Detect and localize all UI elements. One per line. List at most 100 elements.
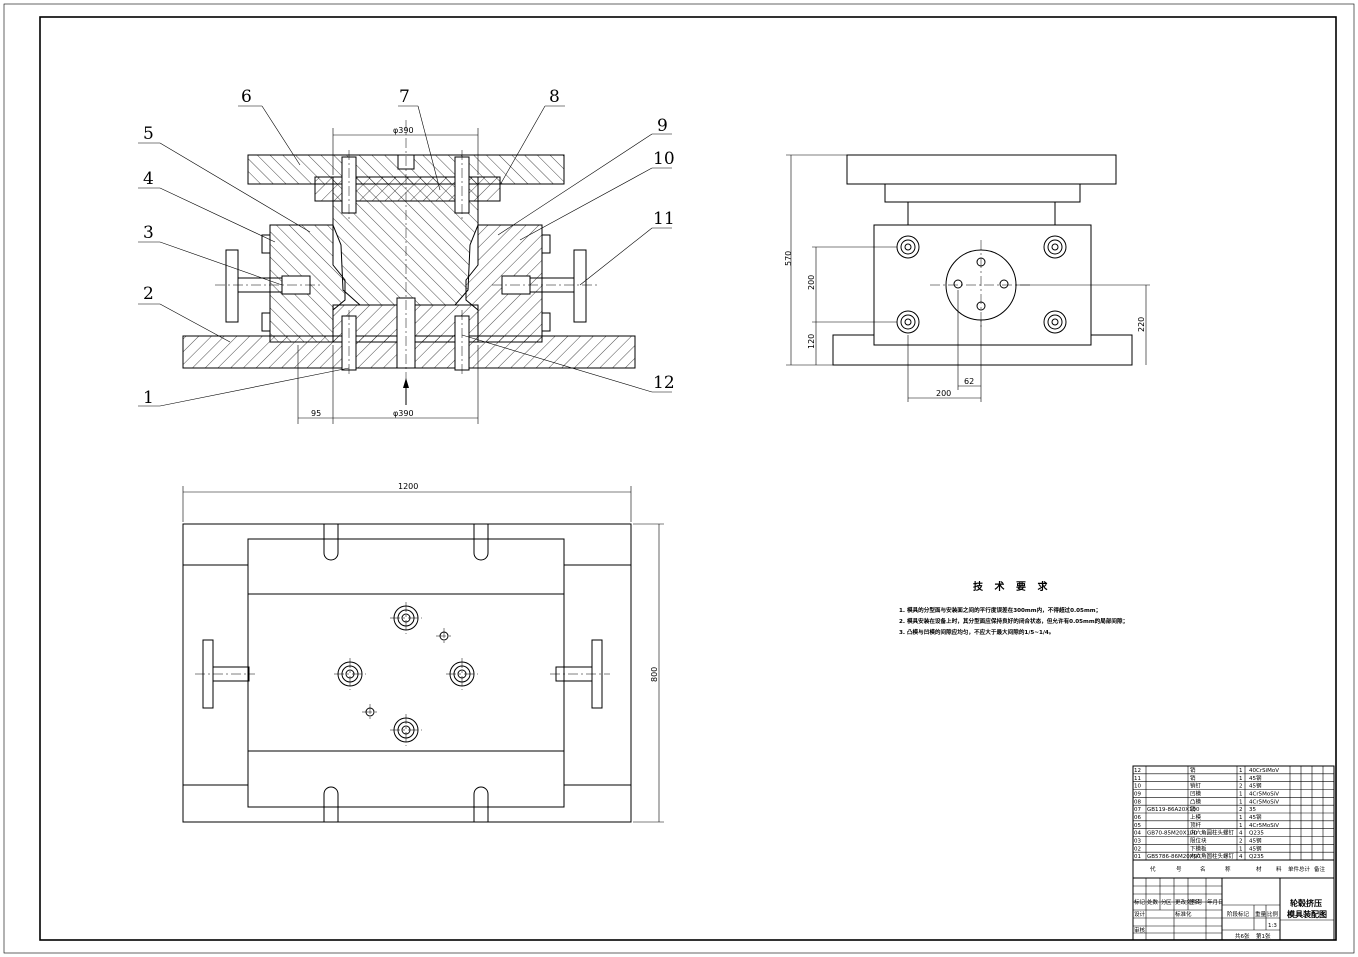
balloon-9: 9 xyxy=(657,116,668,136)
inner-border xyxy=(39,16,1337,941)
bom-cell-qty: 2 xyxy=(1239,839,1243,845)
bom-cell-qty: 4 xyxy=(1239,831,1243,837)
bom-cell-material: 45钢 xyxy=(1249,844,1262,852)
bom-header-cell: 称 xyxy=(1225,865,1231,873)
bom-cell-no: 03 xyxy=(1134,839,1141,845)
title-row-label-date: 年月日 xyxy=(1207,898,1224,906)
bom-cell-material: 45钢 xyxy=(1249,813,1262,821)
bom-cell-material: 35 xyxy=(1249,807,1256,813)
balloon-11: 11 xyxy=(653,209,675,229)
tech-requirement-3: 3. 凸模与凹模的间隙应均匀，不应大于最大间隙的1/5~1/4。 xyxy=(899,628,1054,636)
dim-62: 62 xyxy=(964,377,974,386)
title-scale-label: 比例 xyxy=(1267,910,1279,918)
plan-view xyxy=(182,486,664,823)
title-row-label-sign: 签名 xyxy=(1189,898,1200,906)
bom-header-cell: 材 xyxy=(1256,865,1262,873)
bom-cell-qty: 2 xyxy=(1239,807,1243,813)
balloon-3: 3 xyxy=(143,223,154,243)
bom-cell-material: 4Cr5MoSiV xyxy=(1249,823,1279,829)
drawing-title-line-1: 轮毂挤压 xyxy=(1290,898,1322,908)
bom-cell-name: 顶杆 xyxy=(1190,821,1202,829)
bom-cell-qty: 4 xyxy=(1239,854,1243,860)
dim-570: 570 xyxy=(784,251,793,266)
bom-cell-material: 4Cr5MoSiV xyxy=(1249,799,1279,805)
balloon-10: 10 xyxy=(653,149,675,169)
dim-120: 120 xyxy=(807,334,816,349)
dim-95: 95 xyxy=(311,409,321,418)
dim-top-phi: φ390 xyxy=(393,126,414,135)
bom-header-cell: 料 xyxy=(1276,865,1282,873)
bom-cell-material: 45钢 xyxy=(1249,782,1262,790)
bom-cell-name: 销钉 xyxy=(1190,782,1202,790)
bom-cell-name: 销 xyxy=(1190,766,1196,774)
title-row-label-change-doc: 更改文件号 xyxy=(1175,898,1203,906)
title-weight-label: 重量 xyxy=(1255,910,1267,918)
bom-cell-name: 下模板 xyxy=(1190,844,1207,852)
title-row-label-mark: 标记 xyxy=(1134,898,1146,906)
bom-cell-code: GB5786-86M20X90 xyxy=(1147,854,1201,860)
bom-cell-material: 40CrSiMoV xyxy=(1249,768,1279,774)
bom-cell-no: 04 xyxy=(1134,831,1141,837)
bom-cell-name: 限位块 xyxy=(1190,837,1207,845)
bom-table xyxy=(1132,765,1335,879)
drawing-title-line-2: 模具装配图 xyxy=(1287,909,1327,919)
bom-cell-qty: 1 xyxy=(1239,846,1243,852)
title-audit-label: 审核 xyxy=(1134,926,1146,934)
outer-border xyxy=(3,3,1355,954)
bom-cell-code: GB70-85M20X100 xyxy=(1147,831,1198,837)
bom-cell-no: 08 xyxy=(1134,799,1141,805)
balloon-7: 7 xyxy=(399,87,410,107)
bom-cell-qty: 1 xyxy=(1239,815,1243,821)
bom-cell-material: Q235 xyxy=(1249,854,1264,860)
side-view xyxy=(786,154,1150,402)
balloon-1: 1 xyxy=(143,388,154,408)
bom-cell-name: 销 xyxy=(1190,805,1196,813)
bom-cell-no: 05 xyxy=(1134,823,1141,829)
bom-cell-no: 09 xyxy=(1134,792,1141,798)
bom-cell-no: 12 xyxy=(1134,768,1141,774)
bom-cell-material: 45钢 xyxy=(1249,837,1262,845)
bom-header-cell: 备注 xyxy=(1314,865,1326,873)
bom-cell-qty: 1 xyxy=(1239,776,1243,782)
title-std-label: 标准化 xyxy=(1175,910,1192,918)
bom-cell-qty: 1 xyxy=(1239,823,1243,829)
bom-cell-code: GB119-86A20X100 xyxy=(1147,807,1200,813)
bom-cell-name: 凸模 xyxy=(1190,797,1202,805)
dim-800: 800 xyxy=(650,667,659,682)
title-row-label-count: 处数 xyxy=(1147,898,1159,906)
tech-requirements-title: 技 术 要 求 xyxy=(973,580,1051,593)
title-sheet: 第1张 xyxy=(1256,932,1271,940)
bom-cell-qty: 2 xyxy=(1239,784,1243,790)
dim-1200: 1200 xyxy=(398,482,418,491)
bom-cell-qty: 1 xyxy=(1239,799,1243,805)
bom-cell-name: 凹模 xyxy=(1190,790,1202,798)
balloon-6: 6 xyxy=(241,87,252,107)
bom-header-cell: 代 xyxy=(1150,865,1156,873)
bom-cell-name: 上模 xyxy=(1190,813,1202,821)
balloon-2: 2 xyxy=(143,284,154,304)
balloon-4: 4 xyxy=(143,169,154,189)
tech-requirement-2: 2. 模具安装在设备上时，其分型面应保持良好的闭合状态，但允许有0.05mm的局… xyxy=(899,617,1128,625)
bom-header-cell: 名 xyxy=(1200,865,1206,873)
dim-200-vertical: 200 xyxy=(807,275,816,290)
title-design-label: 设计 xyxy=(1134,910,1146,918)
balloon-12: 12 xyxy=(653,373,675,393)
balloon-8: 8 xyxy=(549,87,560,107)
bom-cell-material: 4Cr5MoSiV xyxy=(1249,792,1279,798)
title-row-label-zone: 分 xyxy=(1161,898,1167,906)
bom-cell-no: 06 xyxy=(1134,815,1141,821)
bom-header-cell: 单件总计 xyxy=(1288,865,1311,873)
bom-cell-no: 10 xyxy=(1134,784,1141,790)
title-sheets: 共6张 xyxy=(1235,932,1250,940)
balloon-5: 5 xyxy=(143,124,154,144)
bom-cell-material: Q235 xyxy=(1249,831,1264,837)
bom-header-cell: 号 xyxy=(1176,866,1182,873)
bom-cell-no: 11 xyxy=(1134,776,1141,782)
dim-220: 220 xyxy=(1137,317,1146,332)
bom-cell-no: 07 xyxy=(1134,807,1141,813)
title-block xyxy=(1132,877,1335,941)
bom-cell-material: 45钢 xyxy=(1249,774,1262,782)
bom-cell-no: 01 xyxy=(1134,854,1141,860)
